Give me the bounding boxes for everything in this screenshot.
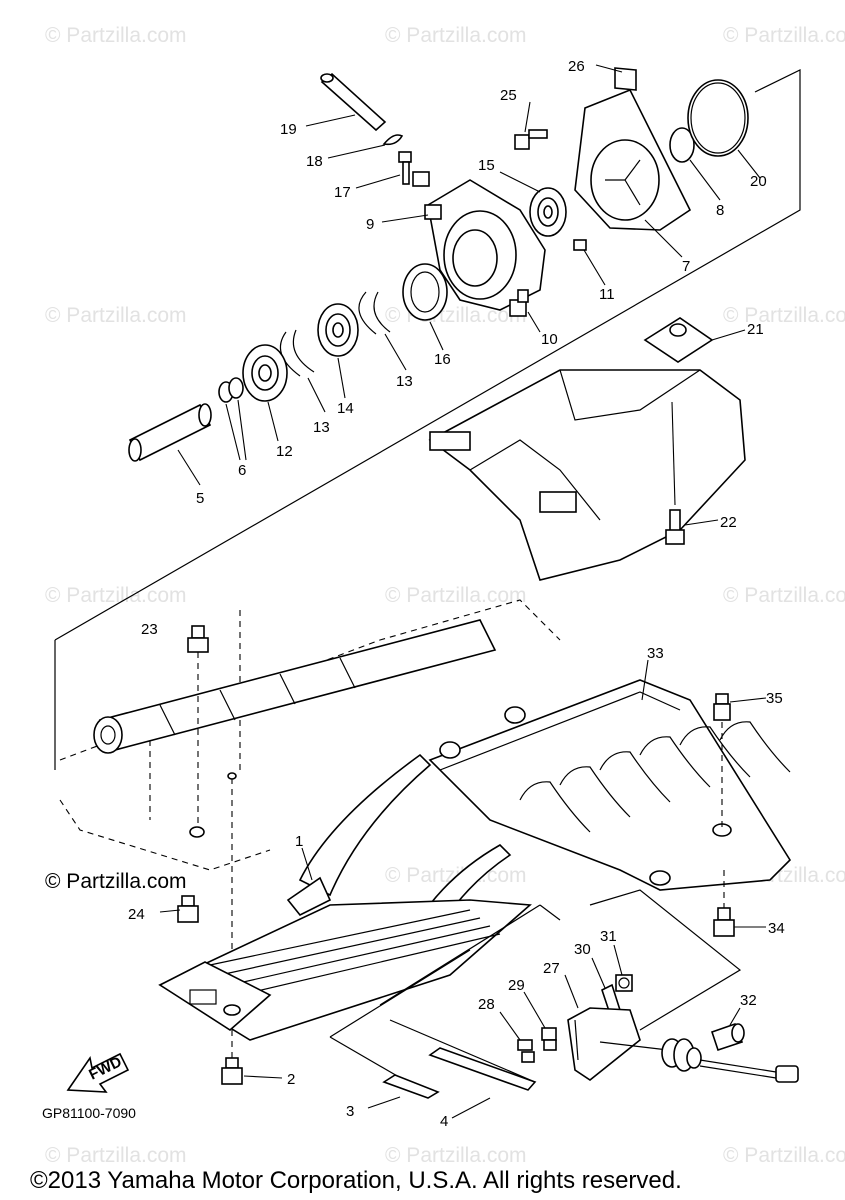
watermark: © Partzilla.com <box>723 24 845 47</box>
callout-20: 20 <box>750 173 767 190</box>
watermark: © Partzilla.com <box>723 1144 845 1167</box>
callout-32: 32 <box>740 992 757 1009</box>
watermark: © Partzilla.com <box>45 24 187 47</box>
callout-25: 25 <box>500 87 517 104</box>
part-5-shaft <box>128 403 212 462</box>
callout-21: 21 <box>747 321 764 338</box>
part-24-bolt <box>177 895 199 923</box>
diagram-code: GP81100-7090 <box>42 1105 136 1121</box>
watermark-dark: © Partzilla.com <box>45 870 187 893</box>
callout-31: 31 <box>600 928 617 945</box>
callout-5: 5 <box>196 490 204 507</box>
part-31-nut <box>615 974 633 992</box>
callout-18: 18 <box>306 153 323 170</box>
watermark: © Partzilla.com <box>385 24 527 47</box>
part-19-pin <box>320 72 387 132</box>
callout-16: 16 <box>434 351 451 368</box>
callout-35: 35 <box>766 690 783 707</box>
part-13-snap-ring <box>358 291 391 335</box>
part-3-strip <box>382 1074 440 1099</box>
part-25-bolt <box>514 129 548 150</box>
sensor-plug <box>775 1065 799 1083</box>
watermark: © Partzilla.com <box>385 584 527 607</box>
watermark: © Partzilla.com <box>723 304 845 327</box>
part-grommet <box>661 1038 702 1072</box>
callout-13a: 13 <box>313 419 330 436</box>
part-4-strip <box>428 1047 537 1091</box>
part-33-intake-grate <box>428 679 792 891</box>
callout-15: 15 <box>478 157 495 174</box>
callout-13b: 13 <box>396 373 413 390</box>
copyright-notice: ©2013 Yamaha Motor Corporation, U.S.A. A… <box>30 1167 682 1194</box>
callout-29: 29 <box>508 977 525 994</box>
callout-22: 22 <box>720 514 737 531</box>
callout-4: 4 <box>440 1113 448 1130</box>
watermark-layer: © Partzilla.com © Partzilla.com © Partzi… <box>45 24 845 1167</box>
callout-24: 24 <box>128 906 145 923</box>
part-21-plate <box>643 317 714 363</box>
callout-14: 14 <box>337 400 354 417</box>
watermark: © Partzilla.com <box>45 1144 187 1167</box>
callout-numbers: 1 2 3 4 5 6 7 8 9 10 11 12 13 13 14 15 1… <box>128 58 785 1130</box>
callout-12: 12 <box>276 443 293 460</box>
part-11-pin <box>573 239 587 251</box>
callout-23: 23 <box>141 621 158 638</box>
part-27-bracket <box>567 1007 641 1081</box>
callout-33: 33 <box>647 645 664 662</box>
callout-27: 27 <box>543 960 560 977</box>
part-32-sleeve <box>710 1022 745 1052</box>
callout-17: 17 <box>334 184 351 201</box>
callout-6: 6 <box>238 462 246 479</box>
part-26 <box>614 67 637 91</box>
part-18-clip <box>382 134 404 146</box>
part-10-bolt <box>509 289 529 317</box>
part-12-bearing <box>242 344 288 402</box>
part-35-bolt <box>713 693 731 830</box>
hull-housing <box>428 317 746 581</box>
watermark: © Partzilla.com <box>45 584 187 607</box>
part-9-bearing-housing <box>424 179 546 311</box>
leader-lines <box>159 64 767 1119</box>
watermark: © Partzilla.com <box>45 304 187 327</box>
assembly-frame <box>54 69 801 770</box>
hardware-group <box>517 889 799 1083</box>
callout-30: 30 <box>574 941 591 958</box>
part-6-o-ring <box>228 377 244 399</box>
part-20-o-ring <box>687 79 749 157</box>
guide-marker <box>227 772 237 780</box>
watermark: © Partzilla.com <box>385 1144 527 1167</box>
part-14-bearing <box>317 303 359 357</box>
part-2-bolt <box>221 1030 243 1085</box>
callout-2: 2 <box>287 1071 295 1088</box>
part-23-bolt <box>187 625 209 838</box>
callout-8: 8 <box>716 202 724 219</box>
watermark: © Partzilla.com <box>723 584 845 607</box>
callout-3: 3 <box>346 1103 354 1120</box>
callout-7: 7 <box>682 258 690 275</box>
drive-shaft-assembly <box>128 67 749 462</box>
callout-19: 19 <box>280 121 297 138</box>
part-7-cover <box>574 88 692 231</box>
fwd-arrow: FWD <box>66 1052 130 1093</box>
callout-1: 1 <box>295 833 303 850</box>
part-15-bearing <box>529 187 567 237</box>
callout-34: 34 <box>768 920 785 937</box>
part-34-bolt <box>713 870 735 937</box>
part-29-plate <box>541 1027 557 1051</box>
part-8-o-ring <box>669 127 695 163</box>
part-17-bolt <box>398 151 430 187</box>
callout-28: 28 <box>478 996 495 1013</box>
callout-11: 11 <box>599 286 615 303</box>
hull-outline <box>59 599 561 871</box>
part-28-plate <box>517 1039 535 1063</box>
strips-group <box>329 904 561 1099</box>
callout-10: 10 <box>541 331 558 348</box>
part-16-circlip <box>402 263 448 321</box>
callout-26: 26 <box>568 58 585 75</box>
ride-plate-rails <box>158 899 532 1041</box>
part-22-bolt <box>665 509 685 545</box>
callout-9: 9 <box>366 216 374 233</box>
